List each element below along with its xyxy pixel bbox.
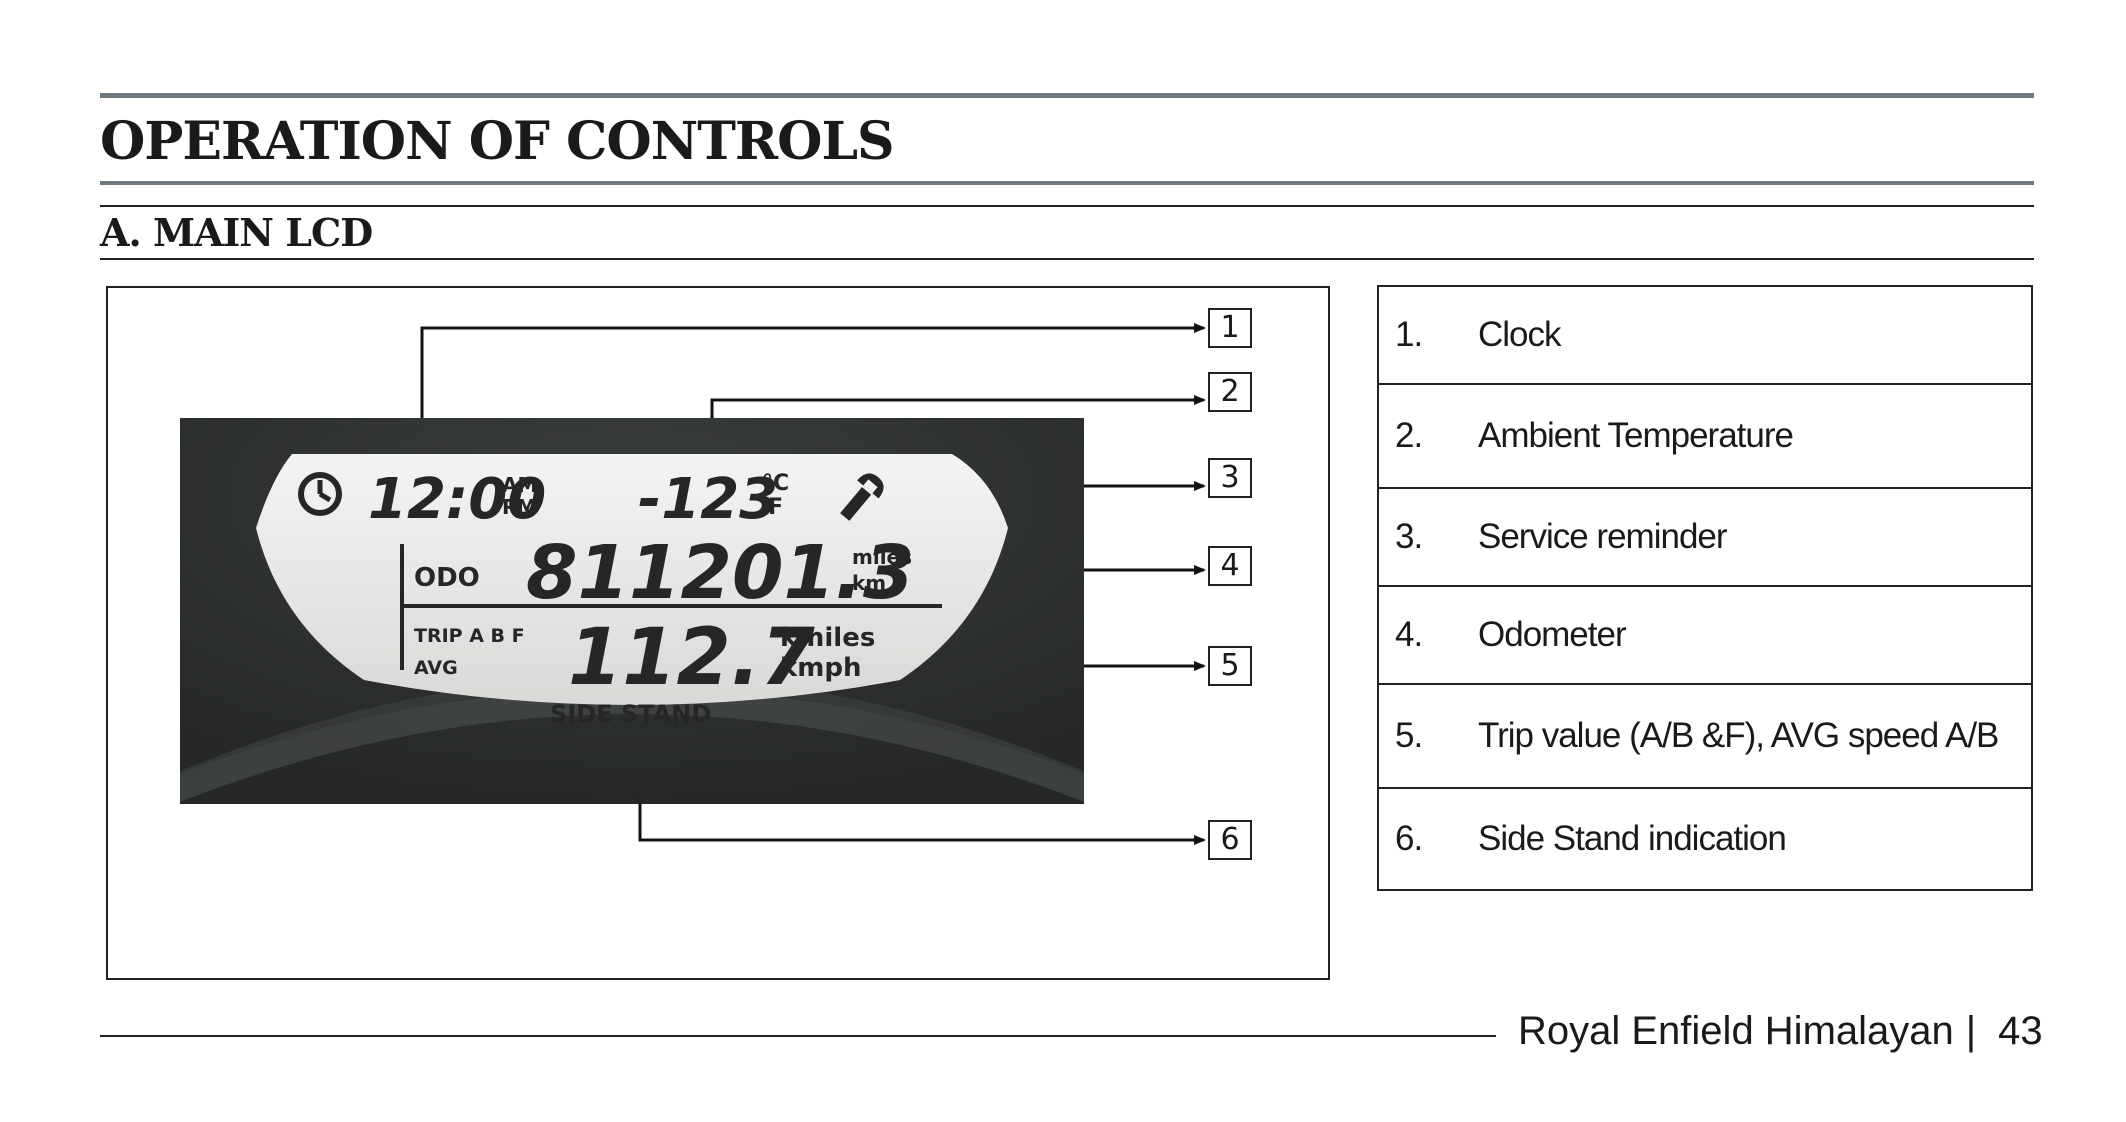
footer-separator: | <box>1965 1009 1977 1053</box>
callout-number-4: 4 <box>1208 546 1252 586</box>
footer-rule <box>100 1035 1496 1037</box>
callout-number-5: 5 <box>1208 646 1252 686</box>
wrench-icon <box>840 473 884 521</box>
legend-row: 2. Ambient Temperature <box>1378 384 2032 489</box>
lcd-trip-unit-kmph: kmph <box>780 653 862 683</box>
lcd-trip-unit-kmiles: kmiles <box>780 623 875 653</box>
callout-number-3: 3 <box>1208 458 1252 498</box>
legend-label: Clock <box>1478 286 2032 385</box>
legend-number: 6. <box>1378 788 1478 891</box>
legend-row: 3. Service reminder <box>1378 488 2032 587</box>
lcd-odo-unit-km: km <box>852 571 886 595</box>
legend-row: 5. Trip value (A/B &F), AVG speed A/B <box>1378 684 2032 789</box>
clock-icon <box>298 472 342 516</box>
legend-label: Ambient Temperature <box>1478 384 2032 489</box>
legend-row: 6. Side Stand indication <box>1378 788 2032 891</box>
callout-number-1: 1 <box>1208 308 1252 348</box>
legend-row: 1. Clock <box>1378 286 2032 385</box>
section-rule-bottom <box>100 258 2034 260</box>
lcd-display-photo: 12:00 AM PM -123 °C F ODO 811201.3 miles… <box>180 418 1084 804</box>
lcd-temp-unit-c: °C <box>762 471 789 496</box>
legend-row: 4. Odometer <box>1378 586 2032 685</box>
legend-number: 4. <box>1378 586 1478 685</box>
legend-number: 2. <box>1378 384 1478 489</box>
lcd-trip-label: TRIP A B F <box>414 625 525 647</box>
lcd-side-stand: SIDE STAND <box>550 700 711 728</box>
footer-product-name: Royal Enfield Himalayan <box>1518 1009 1954 1053</box>
lcd-am-label: AM <box>502 473 537 497</box>
legend-number: 3. <box>1378 488 1478 587</box>
callout-number-6: 6 <box>1208 820 1252 860</box>
legend-label: Odometer <box>1478 586 2032 685</box>
top-rule <box>100 93 2034 98</box>
legend-label: Side Stand indication <box>1478 788 2032 891</box>
lcd-trip-value: 112.7 <box>568 613 815 703</box>
section-rule-top <box>100 205 2034 207</box>
legend-label: Service reminder <box>1478 488 2032 587</box>
figure-frame <box>106 286 1330 980</box>
page-footer: Royal Enfield Himalayan| 43 <box>1518 1006 2043 1056</box>
legend-number: 5. <box>1378 684 1478 789</box>
lcd-screen <box>256 454 1008 705</box>
lcd-pm-label: PM <box>502 495 537 519</box>
legend-table: 1. Clock 2. Ambient Temperature 3. Servi… <box>1377 285 2033 891</box>
section-title: A. MAIN LCD <box>100 210 373 255</box>
lcd-temperature: -123 <box>638 467 778 532</box>
lcd-odo-label: ODO <box>414 563 480 593</box>
lcd-odometer-value: 811201.3 <box>526 530 915 616</box>
legend-number: 1. <box>1378 286 1478 385</box>
lcd-temp-unit-f: F <box>768 495 783 520</box>
page-title: OPERATION OF CONTROLS <box>100 111 895 172</box>
page-number: 43 <box>1998 1009 2043 1053</box>
callout-number-2: 2 <box>1208 372 1252 412</box>
lcd-avg-label: AVG <box>414 657 458 679</box>
lcd-odo-unit-miles: miles <box>852 545 912 569</box>
title-rule <box>100 181 2034 185</box>
legend-label: Trip value (A/B &F), AVG speed A/B <box>1478 684 2032 789</box>
lcd-clock-time: 12:00 <box>368 467 546 532</box>
